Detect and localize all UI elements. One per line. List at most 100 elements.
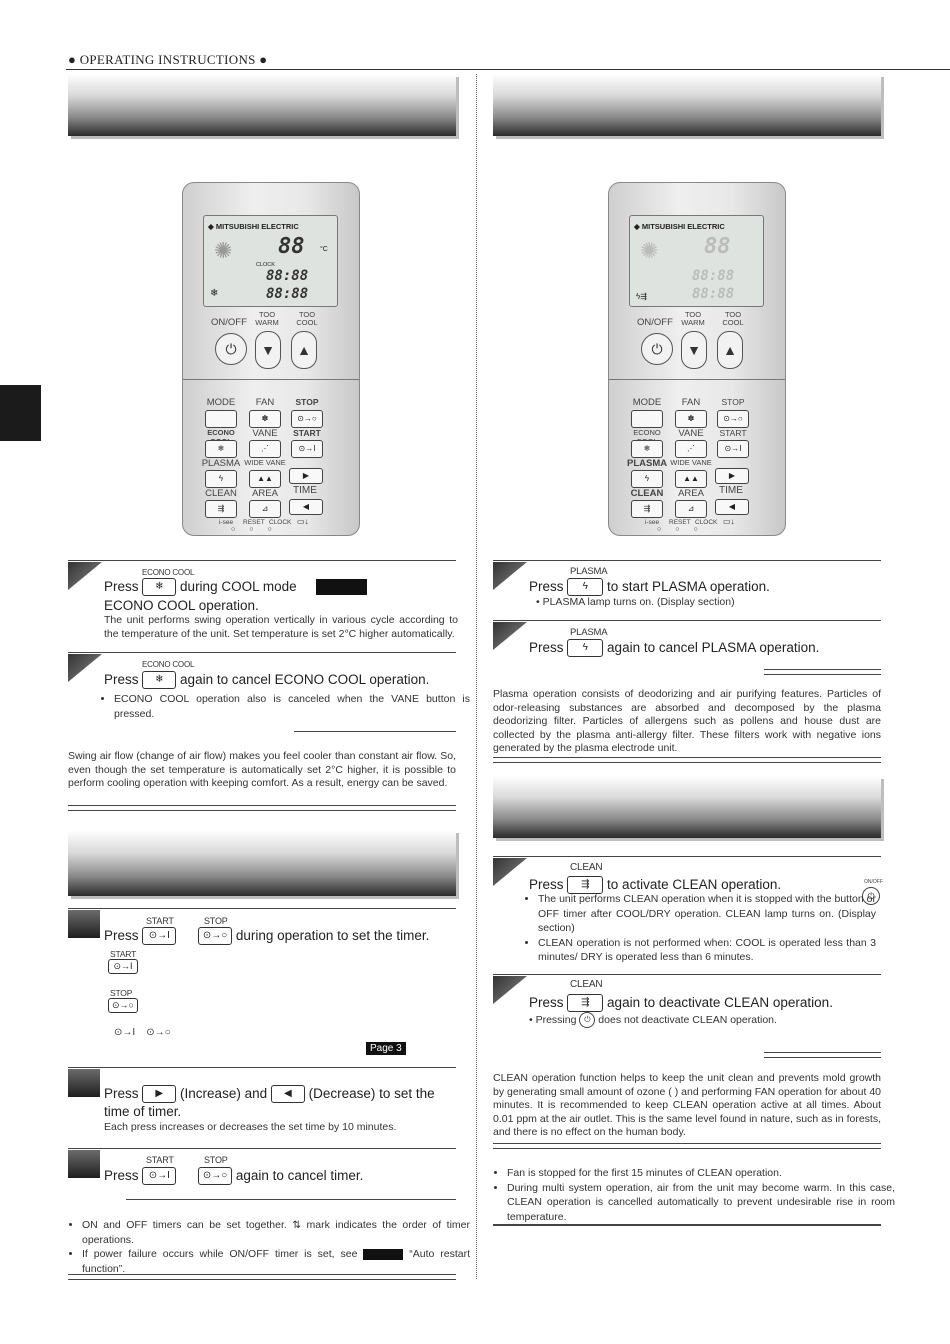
plasma-button[interactable]: ϟ xyxy=(631,470,663,488)
start-timer-button[interactable]: ⊙→I xyxy=(291,440,323,458)
remote-control-econo: ◆ MITSUBISHI ELECTRIC 88 °C CLOCK 88:88 … xyxy=(182,182,360,536)
stop-timer-button[interactable]: ⊙→○ xyxy=(291,410,323,428)
timer-step2-rule xyxy=(68,1067,456,1068)
clean-button[interactable]: ⇶ xyxy=(205,500,237,518)
timer-notes: ON and OFF timers can be set together. ⇅… xyxy=(68,1218,470,1276)
too-cool-label: TOO COOL xyxy=(722,310,744,327)
area-button[interactable]: ⊿ xyxy=(249,500,281,518)
timer-symbols-icon: ⊙→I ⊙→○ xyxy=(114,1027,171,1038)
wide-vane-button[interactable]: ▲▲ xyxy=(675,470,707,488)
isee-label: i-see xyxy=(219,519,234,526)
isee-label: i-see xyxy=(645,519,660,526)
econo-step2-press: Press xyxy=(104,672,139,687)
plasma-inline-button: ϟ xyxy=(567,578,604,597)
mode-button[interactable] xyxy=(631,410,663,428)
econo-cool-button[interactable]: ❄ xyxy=(631,440,663,458)
econo-step1-note: The unit performs swing operation vertic… xyxy=(104,614,458,640)
temp-up-button[interactable]: ▲ xyxy=(717,331,743,369)
clean-step1-button-label: CLEAN xyxy=(570,862,603,873)
timer-step3-marker xyxy=(68,1150,100,1178)
remote-lower-panel xyxy=(183,379,359,536)
time-decrease-button[interactable]: ◀ xyxy=(289,499,323,515)
remote-lower-panel xyxy=(609,379,785,536)
clean-step2-bullet: • Pressing ⏻ does not deactivate CLEAN o… xyxy=(529,1012,777,1028)
onoff-label: ON/OFF xyxy=(637,317,673,328)
display-temp: 88 xyxy=(704,234,731,259)
onoff-label: ON/OFF xyxy=(211,317,247,328)
stop-timer-button[interactable]: ⊙→○ xyxy=(717,410,749,428)
clean-inline-button: ⇶ xyxy=(567,994,604,1013)
time-increase-inline-button: ▶ xyxy=(142,1085,177,1104)
fan-button[interactable]: ✽ xyxy=(675,410,707,428)
plasma-step2-line: Press ϟ again to cancel PLASMA operation… xyxy=(529,639,881,658)
wide-vane-label: WIDE VANE xyxy=(670,458,712,467)
clean-banner xyxy=(493,776,881,838)
econo-description: Swing air flow (change of air flow) make… xyxy=(68,750,456,789)
econo-step2-rule xyxy=(68,652,456,653)
fan-speed-icon: ✺ xyxy=(214,238,233,263)
time-label: TIME xyxy=(719,485,743,496)
econo-step1-marker xyxy=(68,562,102,590)
clock-label: CLOCK xyxy=(269,519,292,526)
econo-cool-inline-button: ❄ xyxy=(142,578,177,597)
plasma-step1-button-label: PLASMA xyxy=(570,566,608,577)
column-divider xyxy=(476,74,477,1279)
econo-step2-bullet: ECONO COOL operation also is canceled wh… xyxy=(114,692,470,721)
reset-label: RESET xyxy=(243,519,265,526)
brand-logo: ◆ MITSUBISHI ELECTRIC xyxy=(634,222,725,231)
mode-label: MODE xyxy=(206,397,236,408)
timer-step3-press: Press xyxy=(104,1168,139,1183)
mode-button[interactable] xyxy=(205,410,237,428)
econo-desc-bottom-rule xyxy=(68,805,456,811)
clean-step2-rule xyxy=(493,974,881,975)
timer-step2-inc: (Increase) and xyxy=(180,1086,268,1101)
timer-stop-label-2: STOP xyxy=(110,988,133,998)
plasma-description: Plasma operation consists of deodorizing… xyxy=(493,688,881,754)
plasma-step1-marker xyxy=(493,562,527,590)
time-decrease-button[interactable]: ◀ xyxy=(715,499,749,515)
battery-icon: ▭↓ xyxy=(723,517,735,526)
timer-step2-note: Each press increases or decreases the se… xyxy=(104,1121,397,1133)
temp-up-button[interactable]: ▲ xyxy=(291,331,317,369)
display-time-1: 88:88 xyxy=(266,268,309,284)
econo-step1-text: during COOL mode xyxy=(180,579,297,594)
plasma-step2-button-label: PLASMA xyxy=(570,627,608,638)
econo-cool-button[interactable]: ❄ xyxy=(205,440,237,458)
too-warm-label: TOO WARM xyxy=(681,310,705,327)
timer-page-ref[interactable]: Page 3 xyxy=(366,1042,406,1055)
timer-step1-start-label: START xyxy=(146,916,174,926)
timer-note-1: ON and OFF timers can be set together. ⇅… xyxy=(82,1218,470,1247)
plasma-step2-text: again to cancel PLASMA operation. xyxy=(607,640,820,655)
timer-step3-start-label: START xyxy=(146,1155,174,1165)
time-increase-button[interactable]: ▶ xyxy=(289,468,323,484)
vane-button[interactable]: ⋰ xyxy=(675,440,707,458)
temp-down-button[interactable]: ▼ xyxy=(255,331,281,369)
vane-button[interactable]: ⋰ xyxy=(249,440,281,458)
plasma-button[interactable]: ϟ xyxy=(205,470,237,488)
header-rule xyxy=(66,69,950,70)
clean-inline-button: ⇶ xyxy=(567,876,604,895)
clean-step1-marker xyxy=(493,858,527,886)
area-label: AREA xyxy=(252,488,278,499)
temp-down-button[interactable]: ▼ xyxy=(681,331,707,369)
display-temp-unit: °C xyxy=(320,246,328,253)
clean-label: CLEAN xyxy=(205,488,237,499)
clean-step2-bullet-post: does not deactivate CLEAN operation. xyxy=(598,1013,777,1026)
area-button[interactable]: ⊿ xyxy=(675,500,707,518)
timer-notes-bottom-rule xyxy=(68,1274,456,1280)
reset-pin-holes: ○○○ xyxy=(657,526,712,533)
econo-step2-button-label: ECONO COOL xyxy=(142,660,195,669)
onoff-button[interactable]: ⏻ xyxy=(215,333,247,365)
timer-step1-line: Press ⊙→I ⊙→○ during operation to set th… xyxy=(104,927,456,946)
timer-step3-text: again to cancel timer. xyxy=(235,1168,364,1183)
start-timer-inline-button: ⊙→I xyxy=(142,927,177,946)
time-increase-button[interactable]: ▶ xyxy=(715,468,749,484)
timer-step3-rule xyxy=(68,1148,456,1149)
econo-cool-inline-button: ❄ xyxy=(142,671,177,690)
wide-vane-button[interactable]: ▲▲ xyxy=(249,470,281,488)
clean-button[interactable]: ⇶ xyxy=(631,500,663,518)
fan-button[interactable]: ✽ xyxy=(249,410,281,428)
onoff-button[interactable]: ⏻ xyxy=(641,333,673,365)
start-timer-button[interactable]: ⊙→I xyxy=(717,440,749,458)
clean-step1-bullet-2: CLEAN operation is not performed when: C… xyxy=(538,936,876,965)
